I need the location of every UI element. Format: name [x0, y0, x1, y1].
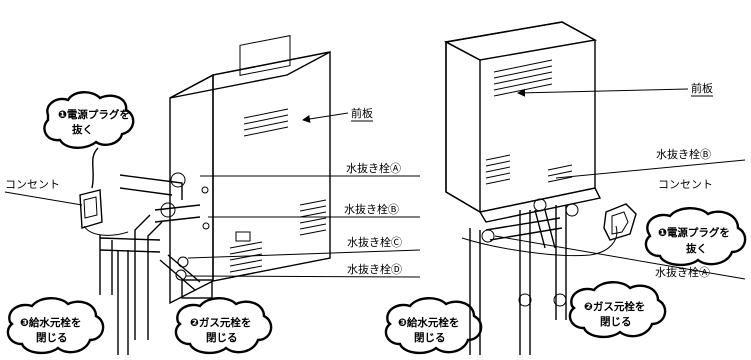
right-step3-callout: ❸給水元栓を 閉じる	[384, 297, 483, 355]
left-step1-line1: ❶電源プラグを	[58, 108, 130, 121]
right-drain-b-label: 水抜き栓Ⓑ	[656, 147, 711, 161]
right-lower-vent	[485, 154, 573, 185]
left-step1-line2: 抜く	[72, 123, 93, 136]
right-figure: ❶電源プラグを 抜く ❸給水元栓を 閉じる ❷ガス元栓を 閉じる 前板 水抜き栓…	[384, 21, 747, 355]
left-drain-a-label: 水抜き栓Ⓐ	[346, 161, 401, 175]
right-step2-line2: 閉じる	[600, 316, 632, 328]
right-outlet-label: コンセント	[658, 178, 713, 191]
left-figure: ❶電源プラグを 抜く ❸給水元栓を 閉じる ❷ガス元栓を 閉じる 前板 水抜き栓…	[4, 35, 421, 355]
left-top-vent	[239, 35, 291, 137]
right-pipes	[461, 198, 618, 355]
right-top-vent	[493, 59, 553, 97]
left-outlet	[79, 147, 129, 236]
left-step2-line2: 閉じる	[206, 332, 238, 344]
left-step2-line1: ❷ガス元栓を	[190, 316, 251, 329]
right-step1-callout: ❶電源プラグを 抜く	[644, 207, 747, 267]
left-drain-d-label: 水抜き栓Ⓓ	[347, 262, 402, 276]
left-water-heater	[169, 35, 331, 305]
right-step3-line2: 閉じる	[414, 332, 446, 344]
right-drain-a-label: 水抜き栓Ⓐ	[655, 265, 710, 279]
left-front-panel-label: 前板	[351, 106, 373, 120]
right-front-panel-label: 前板	[691, 81, 713, 95]
right-step2-line1: ❷ガス元栓を	[584, 300, 645, 313]
left-outlet-label: コンセント	[5, 178, 60, 191]
right-water-heater	[443, 21, 602, 223]
left-drain-c-label: 水抜き栓Ⓒ	[347, 235, 402, 249]
left-drain-b-label: 水抜き栓Ⓑ	[344, 202, 399, 216]
right-outlet	[603, 203, 637, 241]
left-step3-line2: 閉じる	[36, 332, 68, 344]
right-step1-line2: 抜く	[686, 242, 707, 255]
right-labels: 前板 水抜き栓Ⓑ コンセント 水抜き栓Ⓐ	[494, 81, 746, 280]
left-step3-callout: ❸給水元栓を 閉じる	[6, 297, 105, 355]
left-pipes	[99, 172, 213, 355]
left-step3-line1: ❸給水元栓を	[20, 316, 81, 329]
left-step1-callout: ❶電源プラグを 抜く	[43, 91, 135, 149]
left-lower-vent	[229, 199, 327, 273]
right-step3-line1: ❸給水元栓を	[398, 316, 459, 329]
right-step1-line1: ❶電源プラグを	[658, 226, 730, 239]
left-step2-callout: ❷ガス元栓を 閉じる	[174, 297, 273, 355]
right-step2-callout: ❷ガス元栓を 閉じる	[568, 281, 667, 339]
left-labels: 前板 水抜き栓Ⓐ 水抜き栓Ⓑ 水抜き栓Ⓒ 水抜き栓Ⓓ コンセント	[4, 106, 421, 278]
